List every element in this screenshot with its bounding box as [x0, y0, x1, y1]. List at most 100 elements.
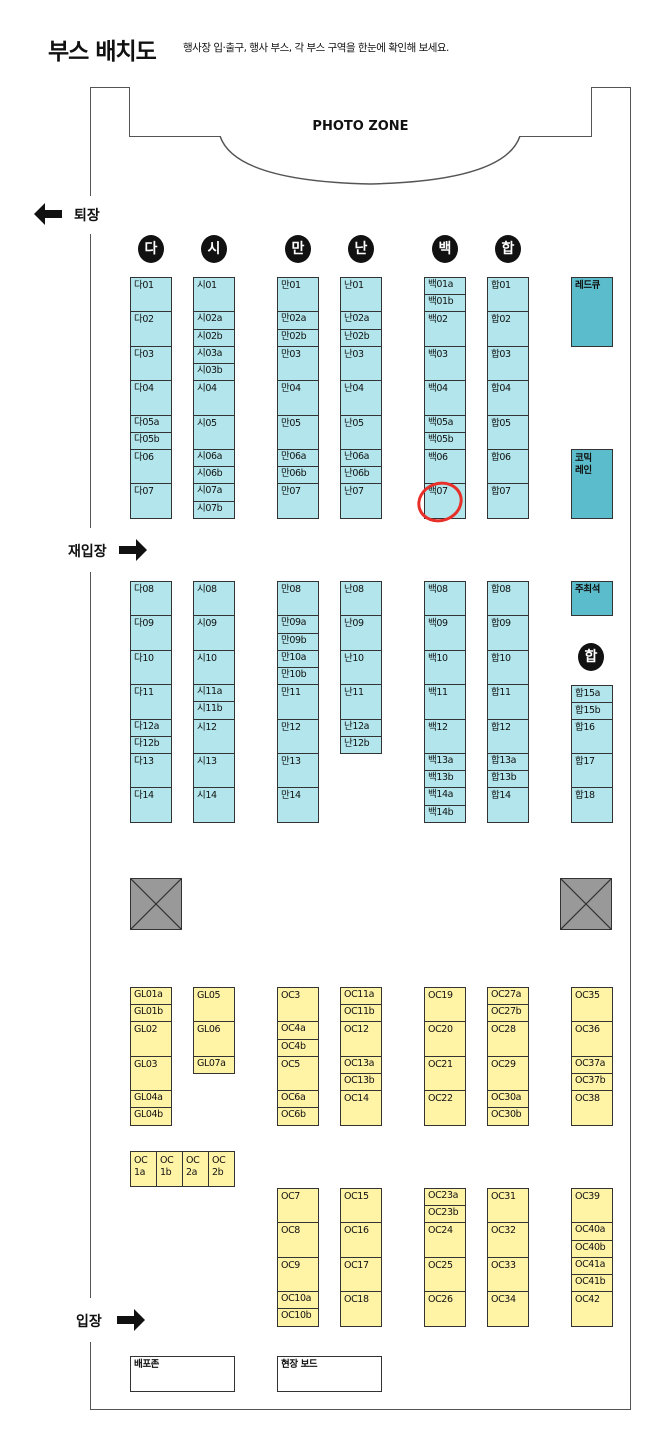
booth[interactable]: 다10 [130, 649, 172, 686]
booth[interactable]: 난09 [340, 615, 382, 652]
booth[interactable]: 시05 [193, 414, 235, 451]
booth[interactable]: OC27b [487, 1004, 529, 1023]
booth[interactable]: 백06 [424, 449, 466, 485]
booth[interactable]: 다14 [130, 787, 172, 824]
booth[interactable]: 백03 [424, 345, 466, 382]
booth[interactable]: OC33 [487, 1256, 529, 1293]
booth-comic-lane[interactable]: 코믹 레인 [571, 449, 613, 519]
booth[interactable]: 합12 [487, 718, 529, 755]
booth[interactable]: 만08 [277, 581, 319, 617]
booth[interactable]: 백11 [424, 684, 466, 720]
booth[interactable]: 백14a [424, 787, 466, 806]
booth[interactable]: 만11 [277, 684, 319, 720]
booth[interactable]: 백12 [424, 718, 466, 755]
booth[interactable]: GL04b [130, 1107, 172, 1126]
booth[interactable]: OC14 [340, 1090, 382, 1126]
booth[interactable]: 시10 [193, 649, 235, 686]
booth[interactable]: OC15 [340, 1188, 382, 1224]
booth[interactable]: 합13b [487, 770, 529, 789]
booth[interactable]: 백01a [424, 277, 466, 296]
booth[interactable]: 백05b [424, 431, 466, 451]
booth[interactable]: 시08 [193, 581, 235, 617]
booth[interactable]: OC6a [277, 1090, 319, 1109]
booth[interactable]: 합04 [487, 380, 529, 416]
booth[interactable]: 다05a [130, 414, 172, 434]
booth[interactable]: OC23a [424, 1188, 466, 1207]
booth[interactable]: 다11 [130, 684, 172, 720]
booth[interactable]: OC4a [277, 1021, 319, 1040]
booth[interactable]: OC 1a [130, 1151, 157, 1187]
booth[interactable]: 시11b [193, 701, 235, 720]
booth[interactable]: 합03 [487, 345, 529, 382]
booth[interactable]: 다12a [130, 718, 172, 738]
booth[interactable]: 난03 [340, 345, 382, 382]
onsite-board[interactable]: 현장 보드 [277, 1356, 382, 1392]
booth[interactable]: 시07a [193, 483, 235, 502]
booth[interactable]: OC23b [424, 1205, 466, 1224]
booth[interactable]: 시02a [193, 311, 235, 330]
booth[interactable]: 다01 [130, 277, 172, 313]
booth[interactable]: 시07b [193, 500, 235, 520]
booth[interactable]: 백13b [424, 770, 466, 789]
booth[interactable]: 다13 [130, 753, 172, 789]
booth[interactable]: 만06b [277, 466, 319, 485]
booth[interactable]: 만06a [277, 449, 319, 468]
booth[interactable]: 시13 [193, 753, 235, 789]
booth[interactable]: OC10b [277, 1308, 319, 1327]
booth[interactable]: OC18 [340, 1291, 382, 1327]
booth[interactable]: OC36 [571, 1021, 613, 1058]
booth[interactable]: 백09 [424, 615, 466, 652]
booth[interactable]: OC9 [277, 1256, 319, 1293]
booth[interactable]: 합02 [487, 311, 529, 348]
booth[interactable]: OC39 [571, 1188, 613, 1224]
booth[interactable]: OC 1b [156, 1151, 183, 1187]
booth[interactable]: 합14 [487, 787, 529, 824]
booth[interactable]: 만07 [277, 483, 319, 520]
booth[interactable]: 합07 [487, 483, 529, 520]
booth[interactable]: 백13a [424, 753, 466, 772]
booth[interactable]: 난12a [340, 718, 382, 738]
booth[interactable]: 백10 [424, 649, 466, 686]
booth[interactable]: GL07a [193, 1055, 235, 1075]
booth[interactable]: OC27a [487, 987, 529, 1006]
booth[interactable]: 난02a [340, 311, 382, 330]
booth[interactable]: 시01 [193, 277, 235, 313]
booth[interactable]: 합18 [571, 787, 613, 823]
booth[interactable]: OC8 [277, 1222, 319, 1259]
booth[interactable]: OC7 [277, 1188, 319, 1224]
booth[interactable]: 다06 [130, 449, 172, 485]
booth[interactable]: OC42 [571, 1291, 613, 1327]
booth[interactable]: 합11 [487, 684, 529, 720]
booth[interactable]: 난06b [340, 466, 382, 485]
booth[interactable]: 합06 [487, 449, 529, 485]
booth[interactable]: 백01b [424, 294, 466, 313]
booth[interactable]: OC16 [340, 1222, 382, 1259]
booth[interactable]: OC20 [424, 1021, 466, 1058]
booth[interactable]: 합17 [571, 753, 613, 788]
booth[interactable]: 백04 [424, 380, 466, 416]
booth[interactable]: OC17 [340, 1256, 382, 1293]
booth[interactable]: 만12 [277, 718, 319, 755]
booth[interactable]: OC3 [277, 987, 319, 1023]
booth[interactable]: 다04 [130, 380, 172, 416]
booth-host-seat[interactable]: 주최석 [571, 581, 613, 616]
booth[interactable]: 합15a [571, 685, 613, 703]
booth[interactable]: 백05a [424, 414, 466, 434]
booth[interactable]: OC 2b [208, 1151, 235, 1187]
booth[interactable]: OC29 [487, 1055, 529, 1092]
booth[interactable]: 난11 [340, 684, 382, 720]
booth[interactable]: OC28 [487, 1021, 529, 1058]
booth[interactable]: 시06b [193, 466, 235, 485]
booth-redq[interactable]: 레드큐 [571, 277, 613, 347]
booth[interactable]: OC41a [571, 1256, 613, 1276]
booth[interactable]: 만03 [277, 345, 319, 382]
booth[interactable]: OC 2a [182, 1151, 209, 1187]
booth[interactable]: OC4b [277, 1038, 319, 1058]
booth[interactable]: 시03b [193, 363, 235, 382]
booth[interactable]: 난02b [340, 328, 382, 348]
booth[interactable]: 시11a [193, 684, 235, 703]
booth[interactable]: OC30b [487, 1107, 529, 1126]
booth[interactable]: 다12b [130, 735, 172, 755]
booth[interactable]: OC38 [571, 1090, 613, 1126]
booth[interactable]: 난10 [340, 649, 382, 686]
